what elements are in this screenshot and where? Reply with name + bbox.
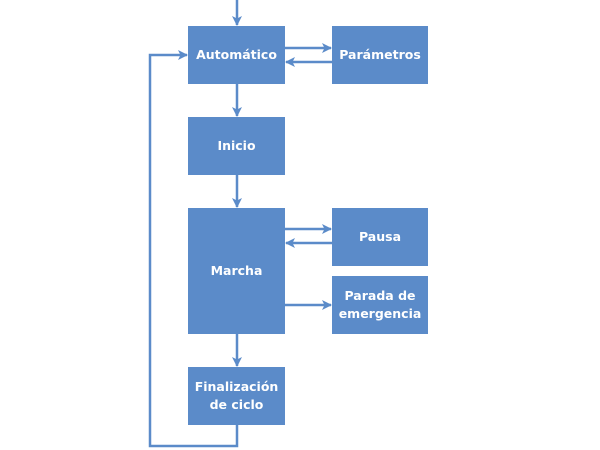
node-parametros: Parámetros [332, 26, 428, 84]
node-label: Parada de emergencia [338, 288, 422, 321]
node-label: Pausa [358, 229, 402, 244]
node-label: Inicio [217, 138, 256, 153]
node-label: Finalización de ciclo [194, 379, 279, 412]
node-label: Automático [196, 47, 277, 62]
edge-finalizacion-to-automatico [148, 50, 239, 448]
node-label: Marcha [210, 263, 263, 278]
node-label: Parámetros [339, 47, 421, 62]
node-inicio: Inicio [188, 117, 285, 175]
node-pausa: Pausa [332, 208, 428, 266]
node-finalizacion: Finalización de ciclo [188, 367, 285, 425]
node-parada: Parada de emergencia [332, 276, 428, 334]
node-automatico: Automático [188, 26, 285, 84]
node-marcha: Marcha [188, 208, 285, 334]
